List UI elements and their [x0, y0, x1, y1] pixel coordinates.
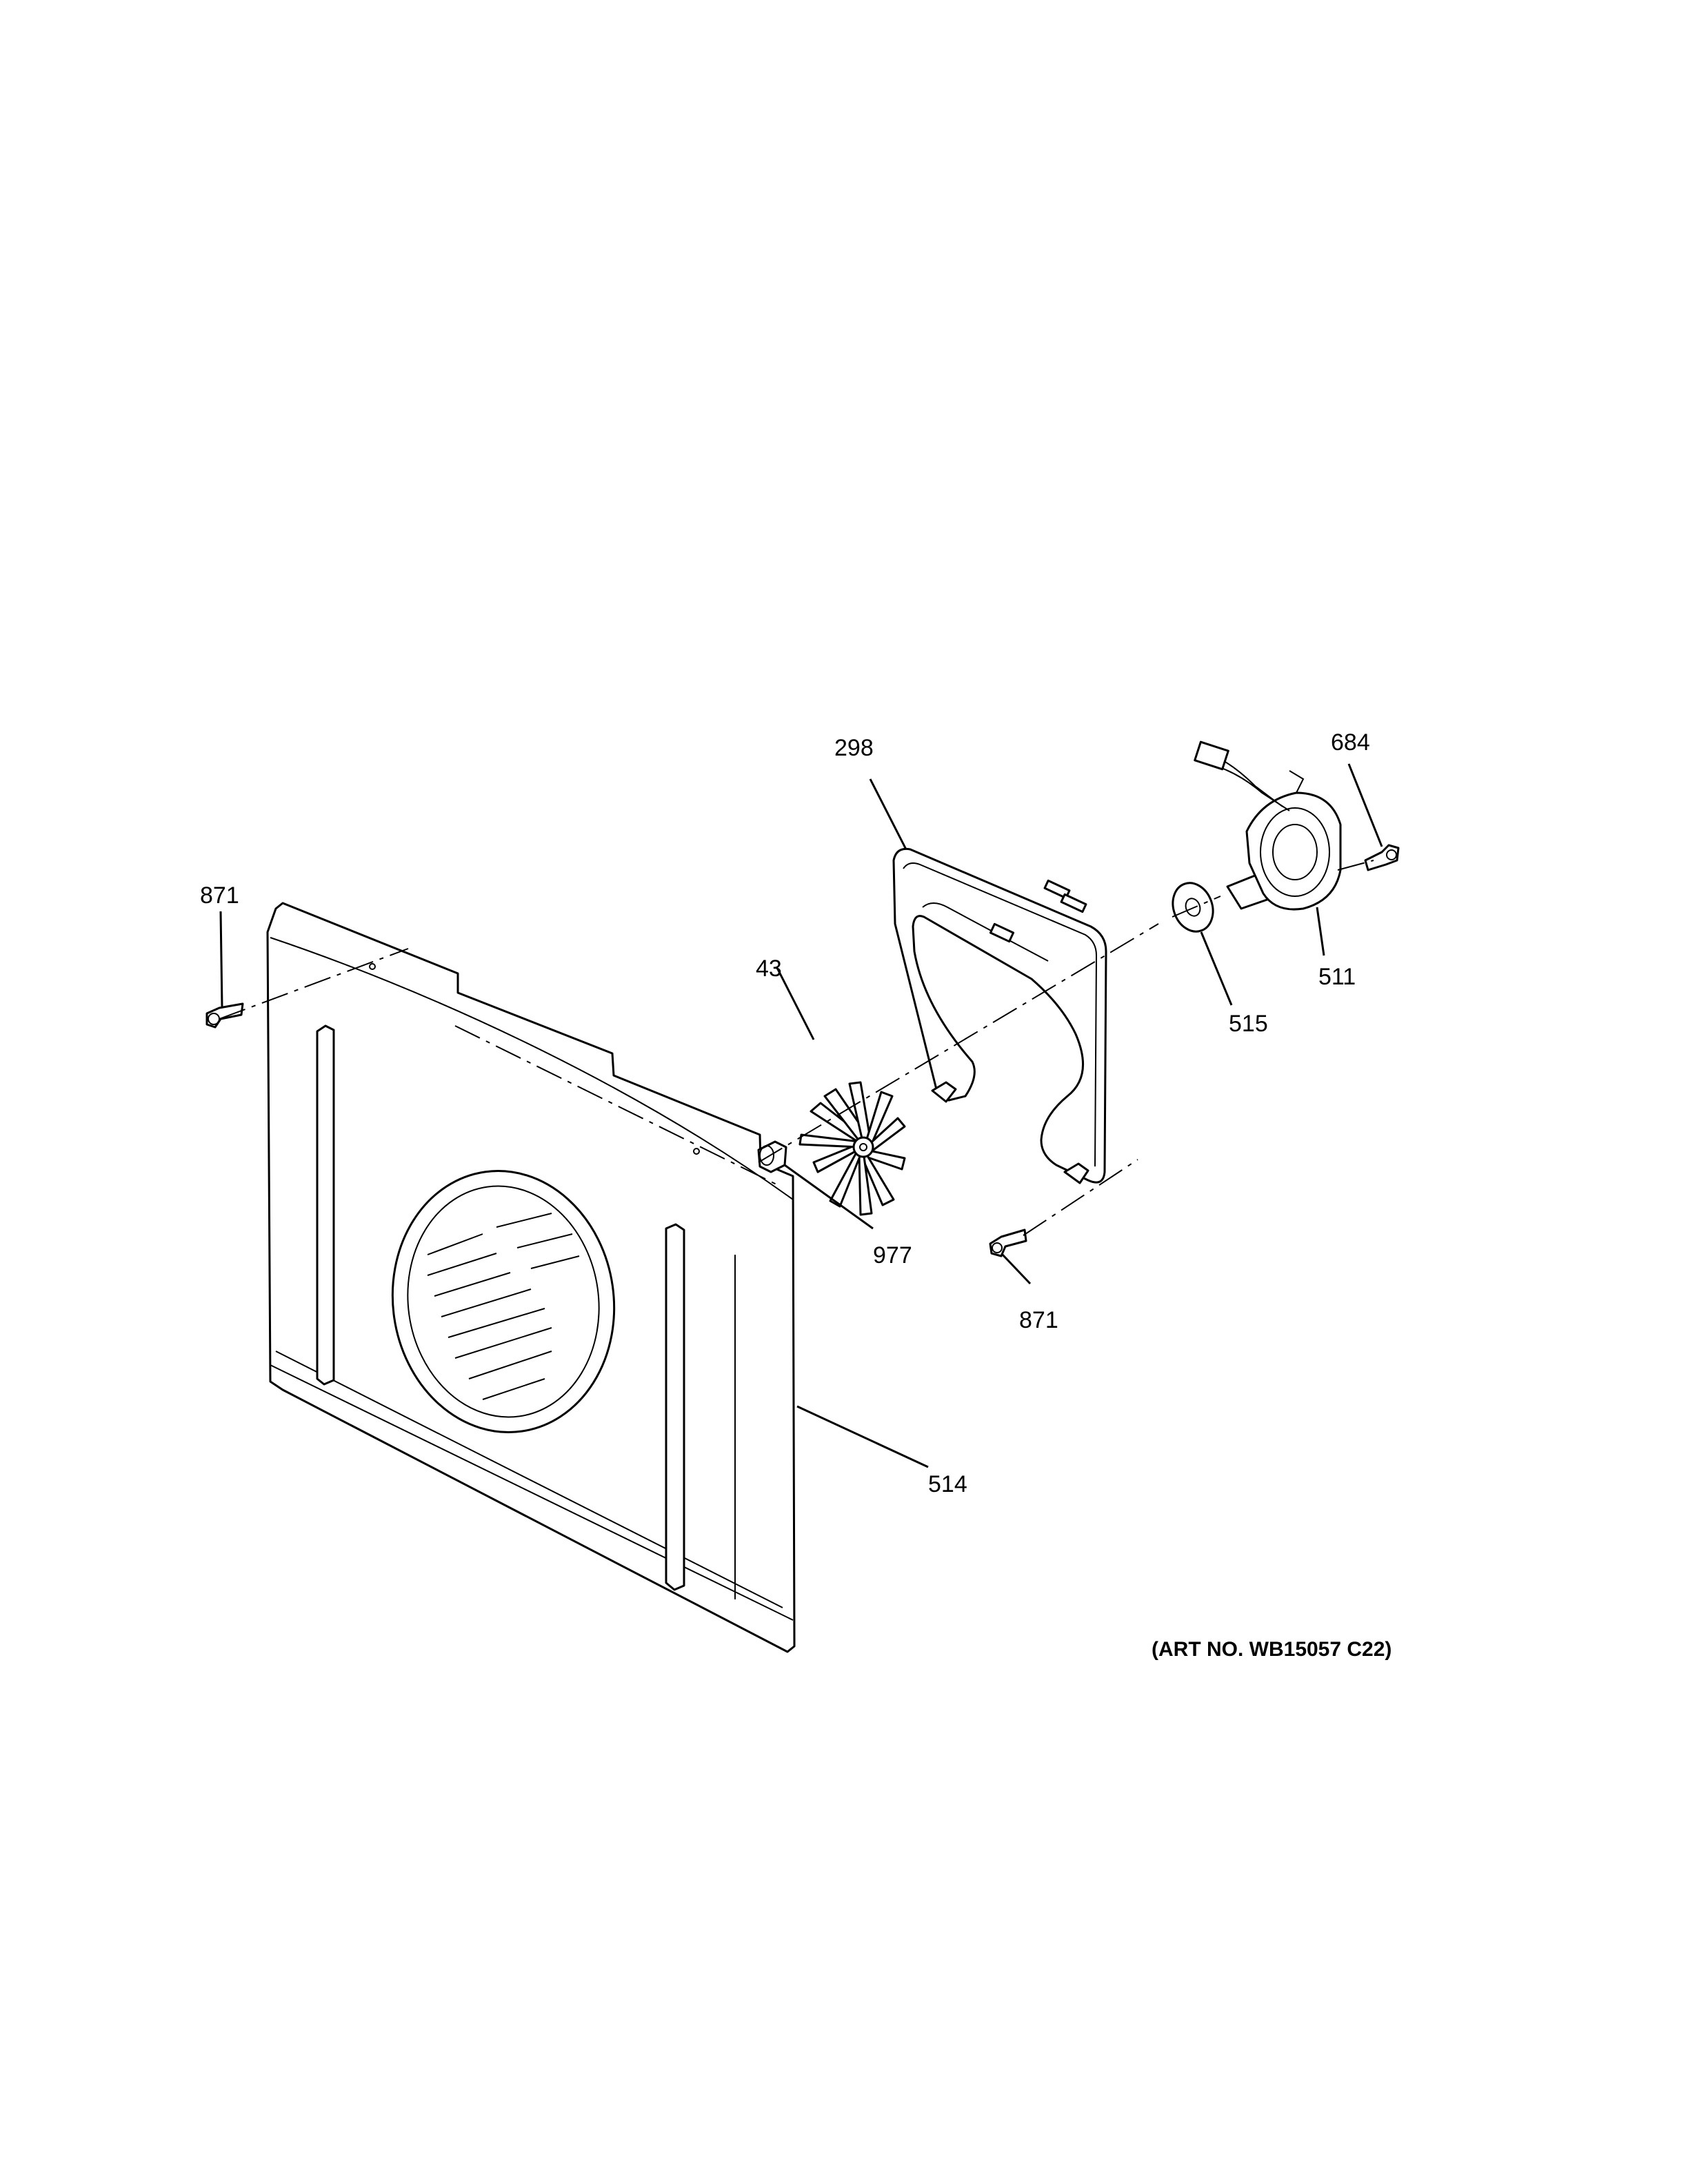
- callout-515: 515: [1229, 1011, 1268, 1037]
- callout-684: 684: [1331, 729, 1370, 756]
- washer-515-part[interactable]: [1166, 878, 1219, 938]
- screw-871-left-part[interactable]: [205, 1002, 244, 1029]
- callout-871-right: 871: [1019, 1307, 1058, 1333]
- leader-lines: [219, 763, 1383, 1468]
- callout-871-left: 871: [200, 882, 239, 909]
- callout-labels: 871 298 684 43 511 515 977 871 514: [200, 729, 1370, 1497]
- heating-element-part[interactable]: [892, 847, 1107, 1184]
- callout-43: 43: [756, 956, 782, 982]
- art-number: (ART NO. WB15057 C22): [1152, 1638, 1392, 1661]
- motor-511-part[interactable]: [1194, 740, 1342, 911]
- screw-871-right-part[interactable]: [989, 1228, 1027, 1257]
- callout-514: 514: [928, 1471, 967, 1497]
- nut-977-part[interactable]: [757, 1140, 787, 1173]
- callout-977: 977: [873, 1242, 912, 1268]
- back-panel-part[interactable]: [266, 902, 796, 1653]
- alignment-lines: [219, 860, 1374, 1236]
- screw-684-part[interactable]: [1364, 844, 1400, 871]
- callout-511: 511: [1318, 964, 1356, 990]
- callout-298: 298: [834, 735, 874, 761]
- fan-blade-part[interactable]: [798, 1081, 906, 1216]
